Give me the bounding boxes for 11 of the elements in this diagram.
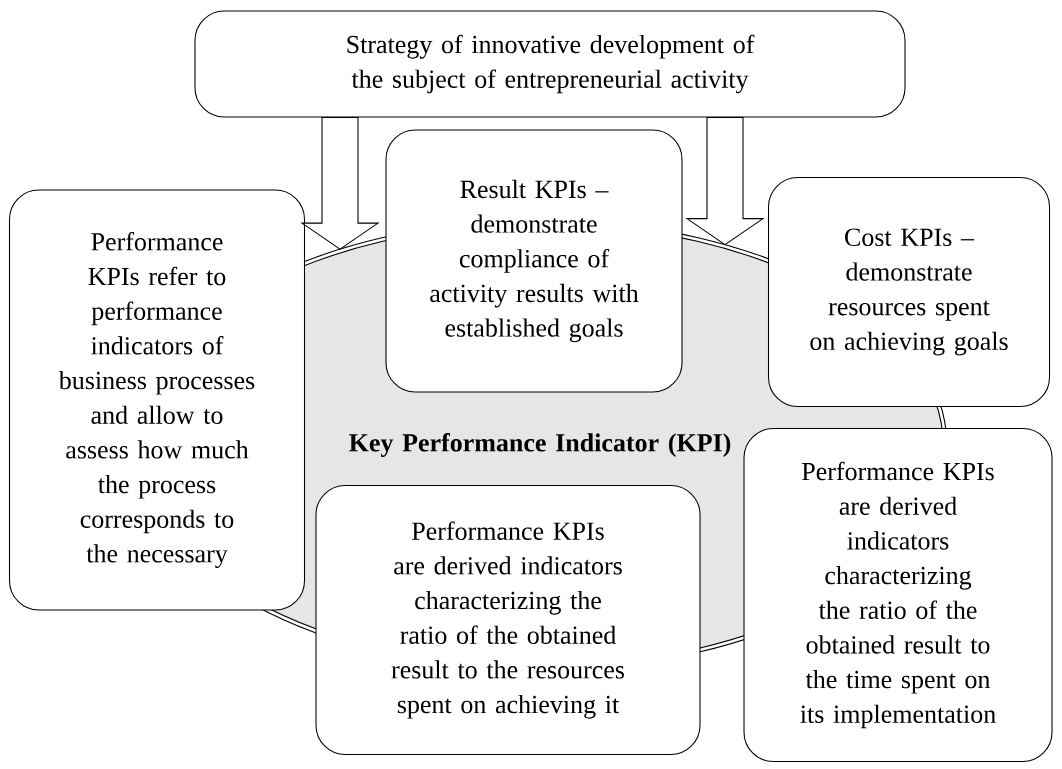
rounded-box: Strategy of innovative development of the subject of entrepreneurial activity: [194, 10, 906, 118]
rounded-box: Cost KPIs – demonstrate resources spent on achieving goals: [767, 176, 1051, 408]
rounded-box: Result KPIs – demonstrate compliance of activity results with established goals: [385, 129, 683, 393]
block-arrow: [685, 117, 765, 246]
rounded-box: Performance KPIs are derived indicators characterizing the ratio of the obtained result to the resources spent on achieving it: [315, 484, 701, 756]
block-arrow: [300, 117, 380, 250]
node-label: Performance KPIs are derived indicators characterizing the ratio of the obtained result to the time spent on its implementation: [800, 461, 996, 729]
node-label: Performance KPIs are derived indicators characterizing the ratio of the obtained result to the resources spent on achieving it: [391, 521, 625, 719]
node-label: Cost KPIs – demonstrate resources spent on achieving goals: [810, 228, 1008, 356]
rounded-box: Performance KPIs refer to performance indicators of business processes and allow to assess how much the process corresponds to the necessary: [8, 189, 306, 611]
rounded-box: Performance KPIs are derived indicators characterizing the ratio of the obtained result to the time spent on its implementation: [743, 427, 1053, 763]
